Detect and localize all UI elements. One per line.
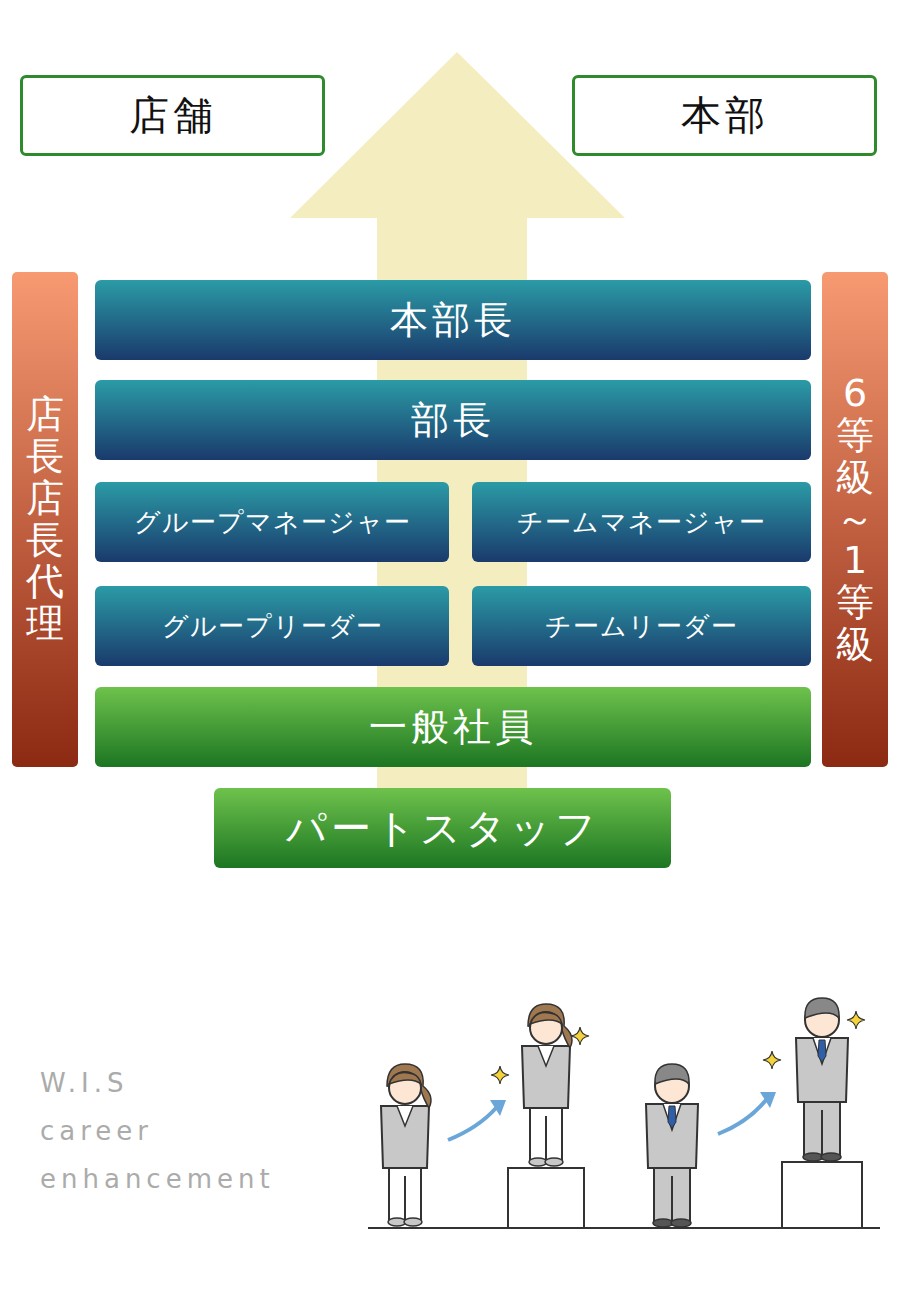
arrow-head bbox=[490, 1100, 506, 1116]
podium bbox=[782, 1162, 862, 1228]
staff-bar: パートスタッフ bbox=[214, 788, 671, 868]
sparkle bbox=[571, 1027, 589, 1045]
woman-figure bbox=[381, 1064, 431, 1226]
node-label: 部長 bbox=[411, 395, 495, 446]
watermark-text: W.I.S bbox=[40, 1068, 128, 1098]
position-bar: 部長 bbox=[95, 380, 811, 460]
growth-arrow-small bbox=[718, 1100, 766, 1134]
node-label: 6等級～1等級 bbox=[836, 373, 874, 666]
location-box: 本部 bbox=[572, 75, 877, 156]
location-box: 店舗 bbox=[20, 75, 325, 156]
sparkle bbox=[763, 1051, 781, 1069]
sparkle bbox=[491, 1066, 509, 1084]
position-bar: チームマネージャー bbox=[472, 482, 811, 562]
node-label: チームマネージャー bbox=[517, 505, 766, 540]
position-bar: グループマネージャー bbox=[95, 482, 449, 562]
growth-arrow-small bbox=[448, 1108, 496, 1140]
watermark-text: career bbox=[40, 1116, 153, 1146]
sparkle bbox=[847, 1011, 865, 1029]
position-bar: 本部長 bbox=[95, 280, 811, 360]
node-label: グループマネージャー bbox=[134, 505, 411, 540]
staff-bar: 一般社員 bbox=[95, 687, 811, 767]
grade-band: 6等級～1等級 bbox=[822, 272, 888, 767]
node-label: 本部長 bbox=[390, 295, 516, 346]
position-bar: グループリーダー bbox=[95, 586, 449, 666]
watermark-text: enhancement bbox=[40, 1164, 275, 1194]
node-label: 一般社員 bbox=[369, 702, 537, 753]
node-label: 店長・店長代理 bbox=[26, 394, 64, 645]
man-figure bbox=[646, 1064, 698, 1227]
node-label: 店舗 bbox=[129, 88, 217, 143]
node-label: 本部 bbox=[681, 88, 769, 143]
arrow-head bbox=[760, 1092, 776, 1108]
man-figure bbox=[796, 998, 848, 1161]
position-bar: チームリーダー bbox=[472, 586, 811, 666]
node-label: チームリーダー bbox=[545, 609, 738, 644]
node-label: グループリーダー bbox=[162, 609, 383, 644]
role-band: 店長・店長代理 bbox=[12, 272, 78, 767]
woman-figure bbox=[522, 1004, 572, 1166]
podium bbox=[508, 1168, 584, 1228]
node-label: パートスタッフ bbox=[286, 801, 600, 856]
